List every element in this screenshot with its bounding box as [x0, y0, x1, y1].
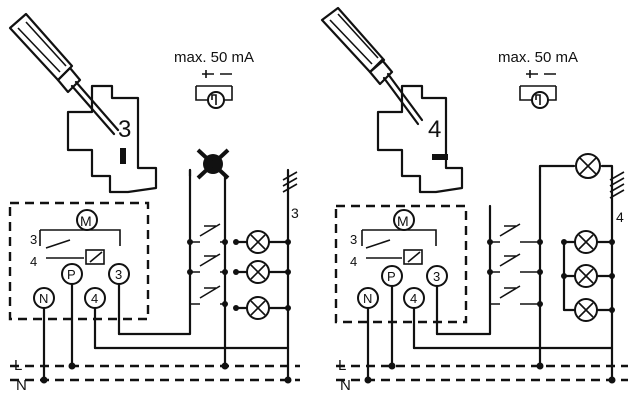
- relay-enclosure: [8, 201, 150, 321]
- wire-count: 3: [291, 205, 299, 221]
- wire-count: 4: [616, 209, 624, 225]
- panel-setting-3: 3 max. 50 mA 3 M 3 4 N P: [8, 12, 299, 382]
- push-label: P: [387, 269, 396, 284]
- side-label-4: 4: [350, 254, 357, 269]
- side-label-3: 3: [30, 232, 37, 247]
- max-current-label: max. 50 mA: [498, 49, 578, 66]
- neutral-label-right: N: [340, 377, 351, 394]
- motor-label: M: [80, 213, 92, 229]
- supply-lines: L N L N: [10, 357, 628, 394]
- terminal-3-label: 3: [115, 267, 122, 282]
- motor-label: M: [397, 213, 409, 229]
- terminal-4-label: 4: [410, 291, 417, 306]
- screwdriver-icon: [8, 12, 120, 136]
- push-label: P: [67, 267, 76, 282]
- device-number: 4: [428, 116, 441, 143]
- push-buttons: [490, 223, 540, 305]
- push-buttons: [190, 223, 225, 305]
- neutral-label: N: [39, 291, 48, 306]
- terminal-3-label: 3: [433, 269, 440, 284]
- neutral-label-left: N: [16, 377, 27, 394]
- max-current-label: max. 50 mA: [174, 49, 254, 66]
- lamp-icons: [234, 230, 290, 320]
- selector-mark: [432, 154, 448, 160]
- panel-setting-4: 4 max. 50 mA 4 M 3 4 N P 4 3: [320, 6, 625, 382]
- contact-symbol-icon: [519, 70, 557, 109]
- side-label-4: 4: [30, 254, 37, 269]
- device-number: 3: [118, 116, 131, 143]
- neutral-label: N: [363, 291, 372, 306]
- lamp-crossed-icon: [196, 148, 230, 180]
- screwdriver-icon: [320, 6, 424, 126]
- selector-mark: [120, 148, 126, 164]
- contact-symbol-icon: [195, 70, 233, 109]
- terminal-4-label: 4: [91, 291, 98, 306]
- rail-device-body: [376, 84, 464, 194]
- rail-device-body: [66, 84, 158, 194]
- lamp-icons: [562, 230, 614, 322]
- relay-coil: [403, 249, 423, 265]
- relay-coil: [85, 249, 105, 265]
- relay-enclosure: [334, 204, 468, 324]
- side-label-3: 3: [350, 232, 357, 247]
